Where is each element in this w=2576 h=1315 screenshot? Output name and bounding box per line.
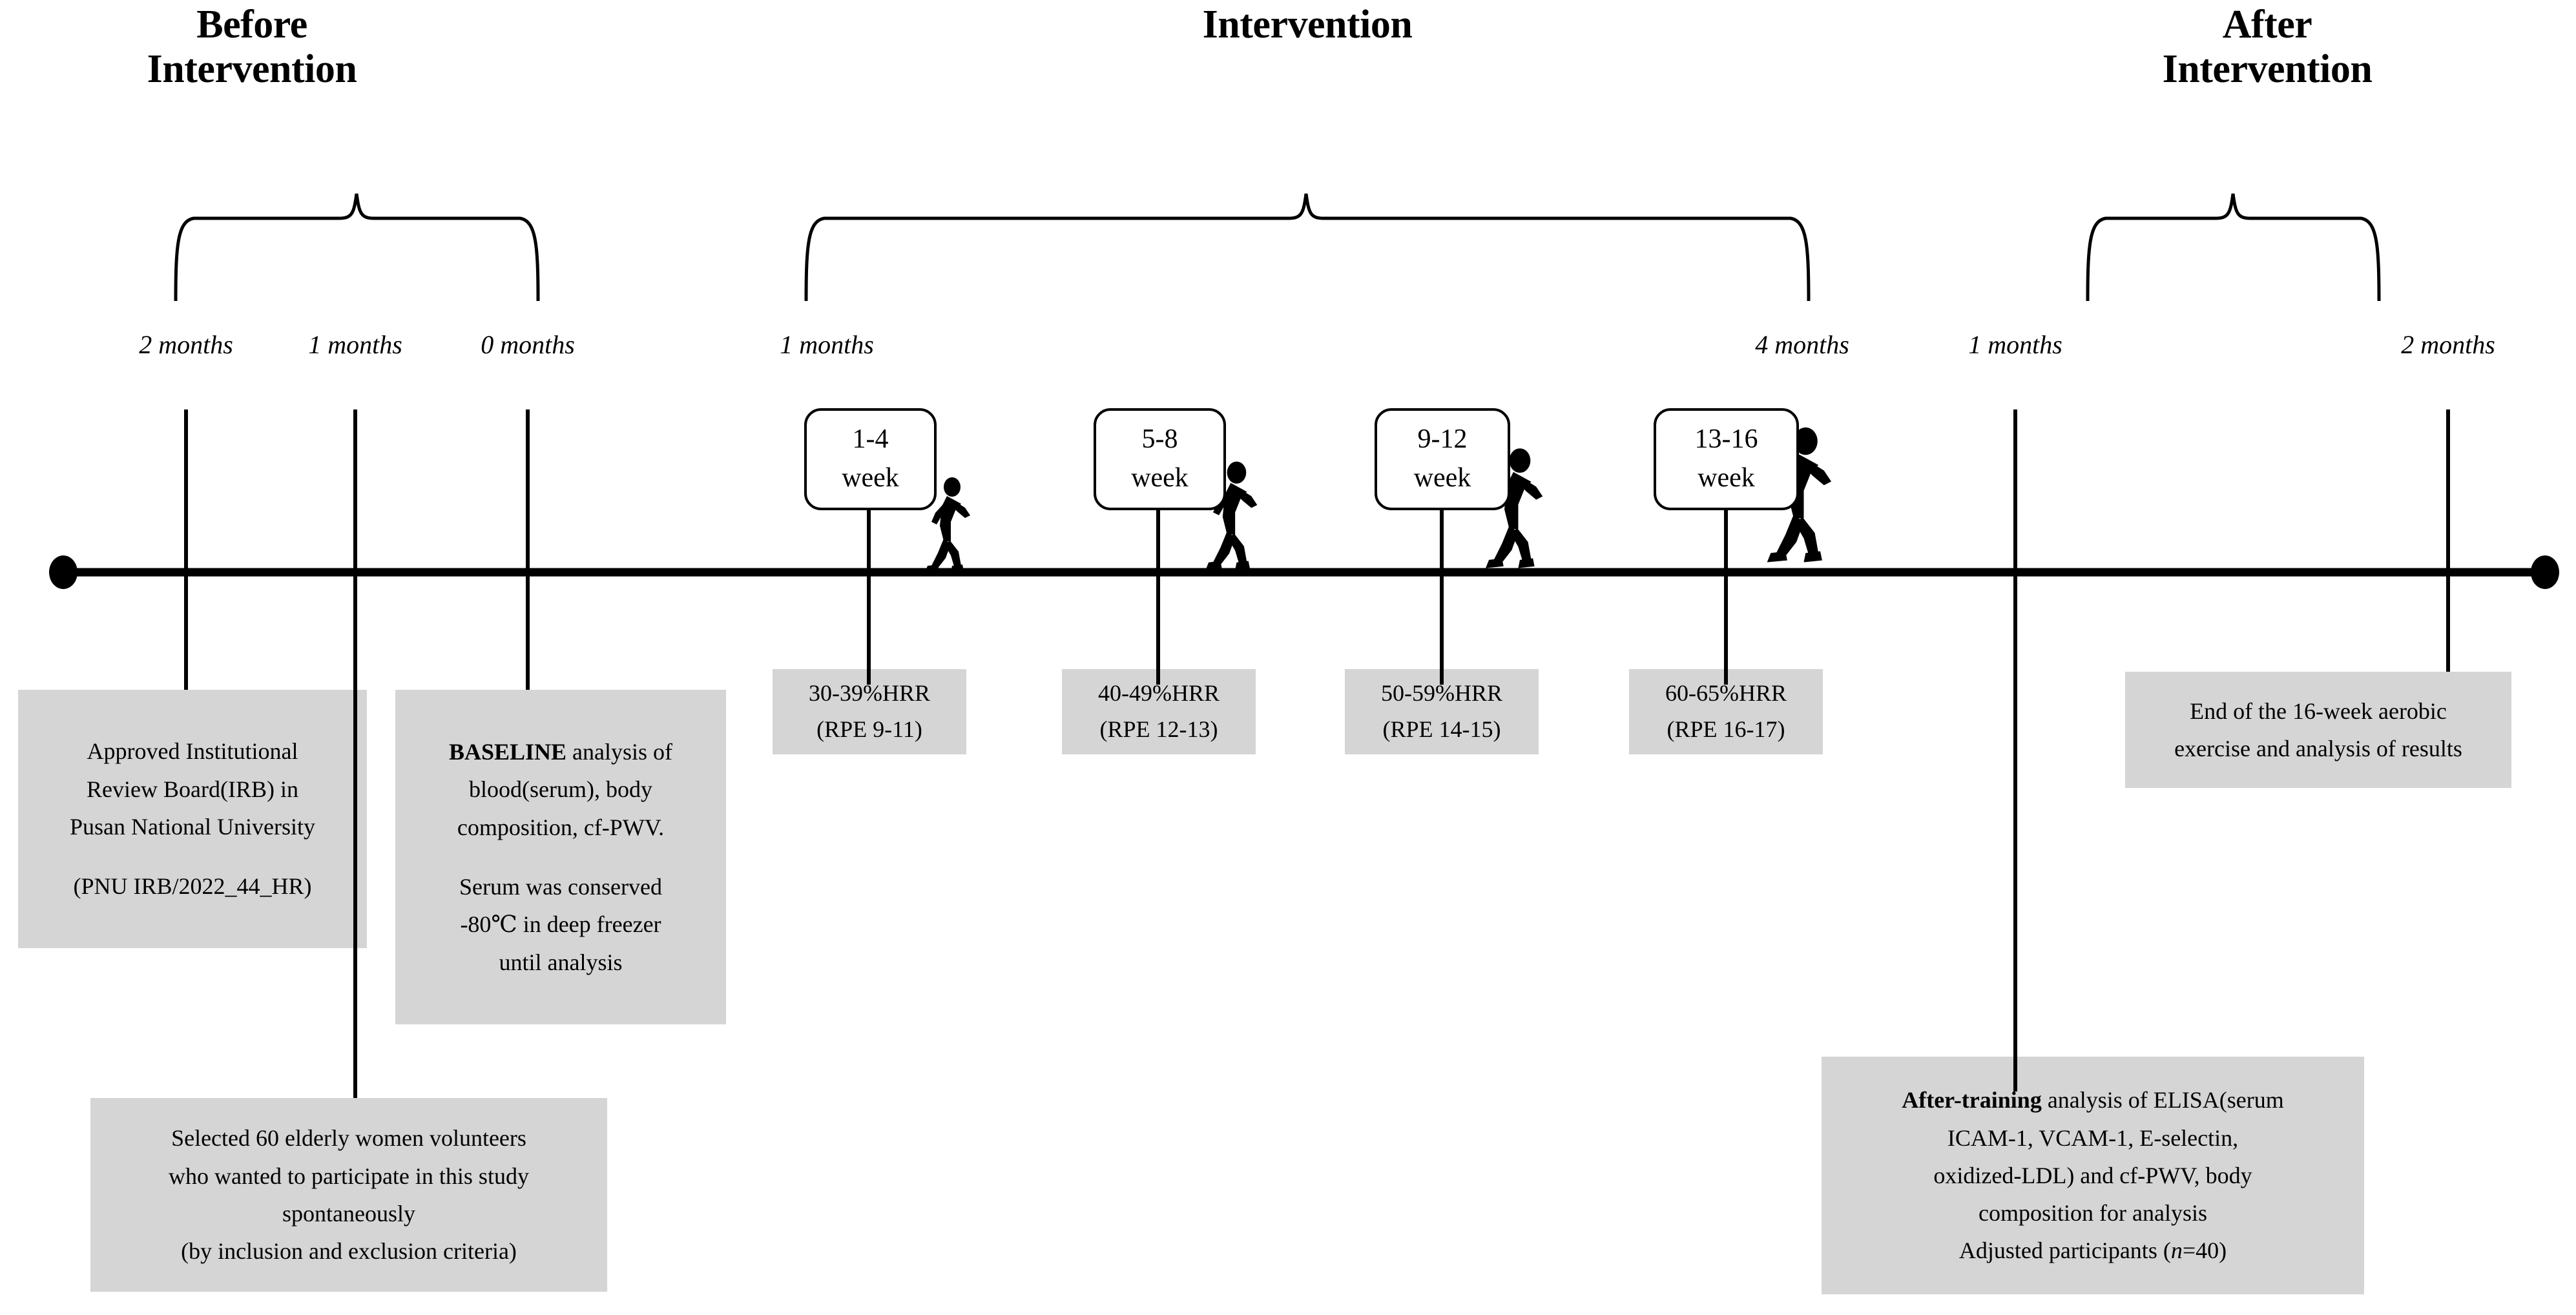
month-label-4-months-intervention: 4 months: [1705, 329, 1899, 360]
after-training-line-2: ICAM-1, VCAM-1, E-selectin,: [1947, 1124, 2239, 1151]
sample-size-symbol: n: [2170, 1237, 2183, 1264]
month-label-text: 1 months: [308, 330, 402, 359]
end-of-exercise-box: End of the 16-week aerobic exercise and …: [2125, 672, 2511, 788]
month-label-2-months-after: 2 months: [2351, 329, 2545, 360]
week-range-label: 5-8: [1141, 424, 1178, 455]
month-label-text: 4 months: [1755, 330, 1849, 359]
timeline-endpoint-left: [49, 555, 78, 589]
rpe-label: (RPE 9-11): [816, 716, 922, 742]
baseline-line-5: -80℃ in deep freezer: [460, 911, 661, 938]
week-box-1-4[interactable]: 1-4 week: [804, 408, 937, 510]
phase-title-intervention: Intervention: [1114, 3, 1501, 47]
after-training-line-1: After-training analysis of ELISA(serum: [1831, 1081, 2355, 1119]
brace-before-intervention: [174, 193, 540, 302]
sample-size-value: =40): [2182, 1237, 2227, 1264]
after-training-line-1-rest: analysis of ELISA(serum: [2041, 1087, 2284, 1113]
week-unit-label: week: [1413, 463, 1471, 493]
week-unit-label: week: [1131, 463, 1189, 493]
week-range-label: 13-16: [1694, 424, 1758, 455]
selected-line-1: Selected 60 elderly women volunteers: [171, 1125, 526, 1152]
hrr-intensity-label: 60-65%HRR: [1665, 680, 1787, 707]
month-label-text: 1 months: [1968, 330, 2062, 359]
selected-line-3: spontaneously: [282, 1201, 415, 1227]
selected-line-4: (by inclusion and exclusion criteria): [181, 1238, 517, 1265]
brace-intervention: [804, 193, 1811, 302]
end-line-2: exercise and analysis of results: [2174, 736, 2462, 761]
week-box-5-8[interactable]: 5-8 week: [1094, 408, 1226, 510]
phase-title-after: After Intervention: [2041, 3, 2493, 92]
irb-line-2: Review Board(IRB) in: [87, 776, 298, 802]
baseline-keyword: BASELINE: [448, 739, 567, 765]
rpe-label: (RPE 16-17): [1667, 716, 1785, 742]
after-training-keyword: After-training: [1902, 1087, 2042, 1113]
week-unit-label: week: [842, 463, 899, 493]
baseline-line-2: blood(serum), body: [469, 776, 652, 803]
baseline-line-1: BASELINE analysis of: [404, 733, 717, 771]
month-label-0-months: 0 months: [431, 329, 625, 360]
baseline-line-6: until analysis: [499, 949, 623, 975]
hrr-intensity-label: 50-59%HRR: [1381, 680, 1502, 707]
hrr-box-week-9-12: 50-59%HRR (RPE 14-15): [1345, 669, 1539, 754]
phase-title-after-line1: After: [2222, 3, 2312, 47]
after-training-line-3: oxidized-LDL) and cf-PWV, body: [1933, 1162, 2252, 1188]
irb-line-1: Approved Institutional: [87, 738, 298, 765]
brace-after-intervention: [2086, 193, 2381, 302]
rpe-label: (RPE 12-13): [1099, 716, 1218, 742]
phase-title-before-line2: Intervention: [147, 47, 357, 92]
irb-approval-box: Approved Institutional Review Board(IRB)…: [18, 690, 367, 948]
rpe-label: (RPE 14-15): [1382, 716, 1501, 742]
baseline-line-1-rest: analysis of: [566, 739, 673, 765]
phase-title-before: Before Intervention: [26, 3, 478, 92]
irb-line-4: (PNU IRB/2022_44_HR): [73, 873, 312, 900]
week-box-9-12[interactable]: 9-12 week: [1375, 408, 1510, 510]
hrr-box-week-5-8: 40-49%HRR (RPE 12-13): [1062, 669, 1256, 754]
month-label-text: 2 months: [2401, 330, 2495, 359]
month-label-1-months-after: 1 months: [1918, 329, 2112, 360]
adjusted-participants-prefix: Adjusted participants (: [1958, 1237, 2171, 1264]
hrr-intensity-label: 30-39%HRR: [809, 680, 930, 707]
week-range-label: 9-12: [1417, 424, 1468, 455]
after-training-line-4: composition for analysis: [1979, 1200, 2207, 1227]
week-unit-label: week: [1698, 463, 1755, 493]
month-label-2-months-before: 2 months: [89, 329, 283, 360]
week-range-label: 1-4: [852, 424, 889, 455]
phase-title-after-line2: Intervention: [2162, 47, 2373, 92]
phase-title-before-line1: Before: [196, 3, 307, 47]
irb-line-3: Pusan National University: [70, 814, 315, 840]
month-label-text: 0 months: [481, 330, 575, 359]
selected-participants-box: Selected 60 elderly women volunteers who…: [90, 1098, 607, 1292]
week-box-13-16[interactable]: 13-16 week: [1654, 408, 1799, 510]
month-label-1-months-before: 1 months: [258, 329, 452, 360]
after-training-line-5: Adjusted participants (n=40): [1831, 1232, 2355, 1269]
baseline-line-4: Serum was conserved: [459, 874, 662, 900]
hrr-box-week-1-4: 30-39%HRR (RPE 9-11): [773, 669, 966, 754]
baseline-analysis-box: BASELINE analysis of blood(serum), body …: [395, 690, 726, 1024]
month-label-text: 2 months: [139, 330, 233, 359]
baseline-line-3: composition, cf-PWV.: [457, 814, 665, 840]
hrr-box-week-13-16: 60-65%HRR (RPE 16-17): [1629, 669, 1823, 754]
month-label-1-months-intervention: 1 months: [730, 329, 924, 360]
month-label-text: 1 months: [780, 330, 874, 359]
phase-title-intervention-line1: Intervention: [1202, 3, 1413, 47]
after-training-analysis-box: After-training analysis of ELISA(serum I…: [1822, 1057, 2364, 1294]
hrr-intensity-label: 40-49%HRR: [1098, 680, 1220, 707]
selected-line-2: who wanted to participate in this study: [169, 1163, 529, 1189]
timeline-endpoint-right: [2531, 555, 2559, 589]
end-line-1: End of the 16-week aerobic: [2190, 698, 2447, 724]
